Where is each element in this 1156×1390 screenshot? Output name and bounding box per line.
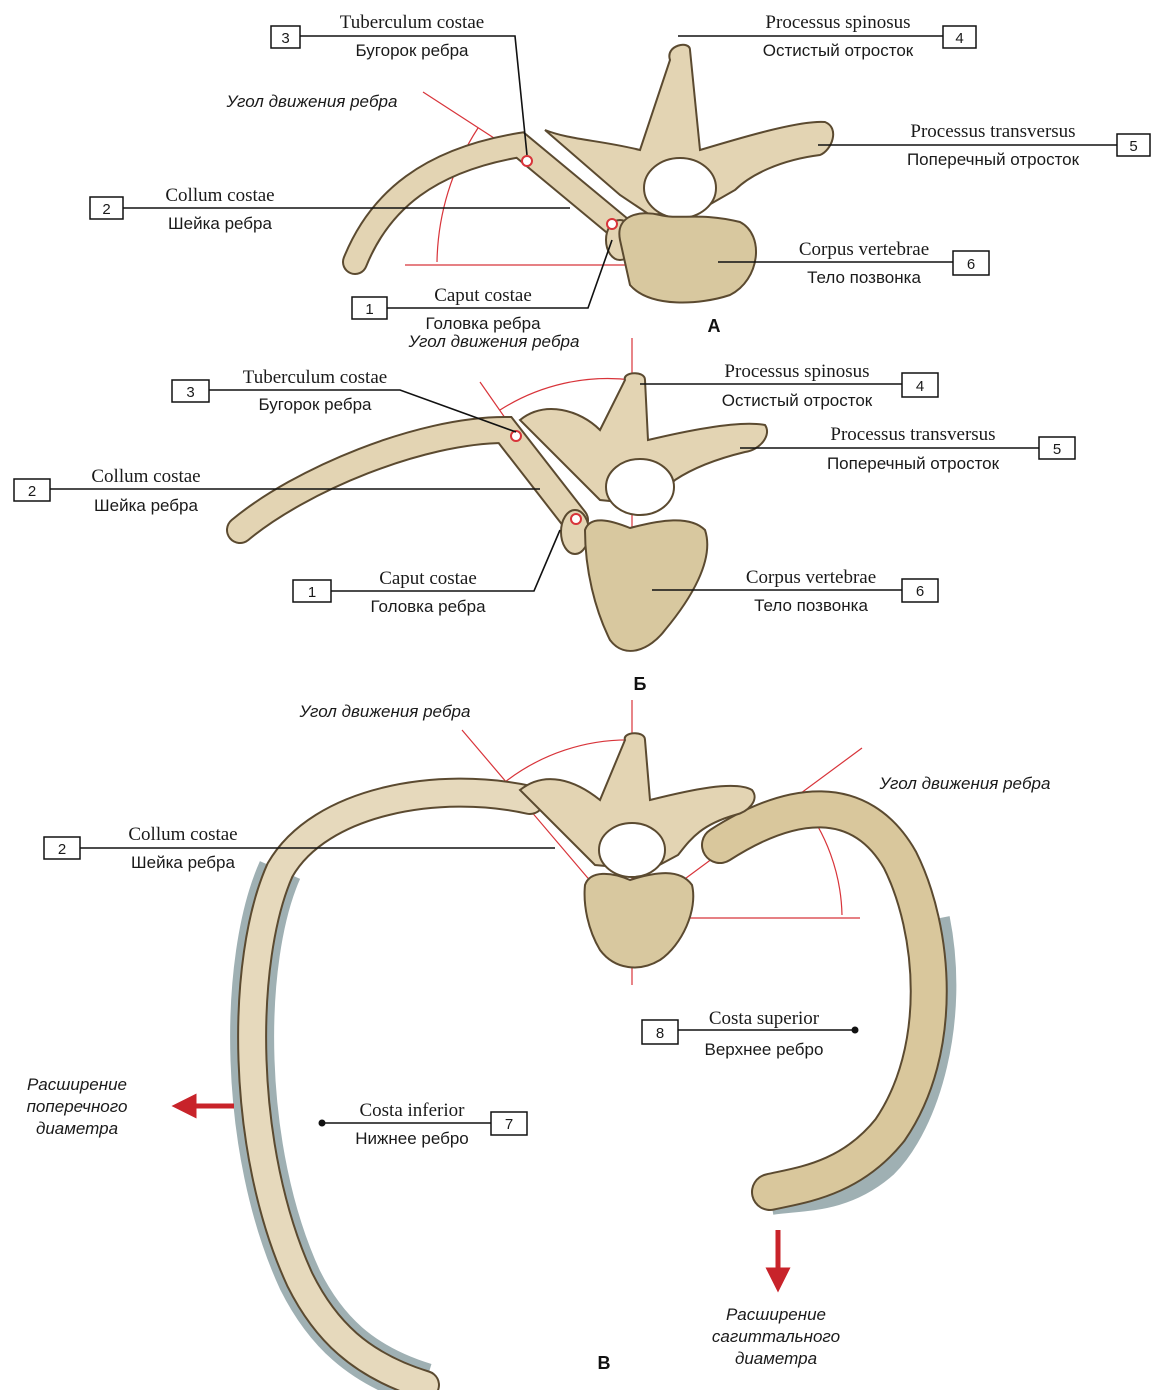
panel-letter: А: [708, 316, 721, 336]
panel-b: 3 Tuberculum costae Бугорок ребра 4 Proc…: [14, 332, 1075, 694]
latin-term: Tuberculum costae: [340, 12, 484, 33]
russian-term: Шейка ребра: [168, 214, 272, 233]
russian-term: Поперечный отросток: [907, 150, 1080, 169]
joint-marker: [511, 431, 521, 441]
latin-term: Caput costae: [379, 568, 477, 589]
vertebral-body-b: [585, 520, 707, 651]
label-number: 6: [967, 256, 975, 273]
label-number: 3: [186, 384, 194, 401]
panel-a: 3 Tuberculum costae Бугорок ребра 4 Proc…: [90, 12, 1150, 336]
latin-term: Caput costae: [434, 285, 532, 306]
russian-term: Тело позвонка: [754, 596, 868, 615]
angle-label: Угол движения ребра: [879, 774, 1051, 793]
latin-term: Processus spinosus: [724, 361, 869, 382]
cartilage-lower-rib: [252, 870, 425, 1385]
latin-term: Processus transversus: [910, 121, 1075, 142]
russian-term: Остистый отросток: [763, 41, 914, 60]
joint-marker: [571, 514, 581, 524]
latin-term: Processus transversus: [830, 424, 995, 445]
label-number: 5: [1053, 441, 1061, 458]
label-number: 3: [281, 30, 289, 47]
russian-term: Поперечный отросток: [827, 454, 1000, 473]
panel-letter: Б: [634, 674, 647, 694]
panel-letter: В: [598, 1353, 611, 1373]
vertebral-foramen-c: [599, 823, 665, 877]
label-number: 4: [916, 378, 924, 395]
vertebral-foramen-a: [644, 158, 716, 218]
russian-term: Бугорок ребра: [259, 395, 373, 414]
vertebral-body-a: [619, 213, 756, 302]
label-number: 2: [102, 201, 110, 218]
panel-c: 2 Collum costae Шейка ребра 8 Costa supe…: [27, 700, 1051, 1385]
latin-term: Corpus vertebrae: [746, 567, 876, 588]
russian-term: Бугорок ребра: [356, 41, 470, 60]
label-number: 5: [1129, 138, 1137, 155]
leader-dot: [852, 1027, 859, 1034]
russian-term: Тело позвонка: [807, 268, 921, 287]
latin-term: Collum costae: [165, 185, 274, 206]
sagittal-note: сагиттального: [712, 1327, 840, 1346]
russian-term: Верхнее ребро: [705, 1040, 824, 1059]
angle-label: Угол движения ребра: [299, 702, 471, 721]
joint-marker: [522, 156, 532, 166]
label-number: 1: [308, 584, 316, 601]
vertebral-foramen-b: [606, 459, 674, 515]
label-number: 2: [58, 841, 66, 858]
latin-term: Collum costae: [91, 466, 200, 487]
angle-label: Угол движения ребра: [226, 92, 398, 111]
label-number: 7: [505, 1116, 513, 1133]
latin-term: Costa inferior: [359, 1100, 465, 1121]
transverse-note: поперечного: [27, 1097, 128, 1116]
russian-term: Нижнее ребро: [355, 1129, 469, 1148]
latin-term: Costa superior: [709, 1008, 820, 1029]
latin-term: Collum costae: [128, 824, 237, 845]
joint-marker: [607, 219, 617, 229]
label-number: 6: [916, 583, 924, 600]
sagittal-note: Расширение: [726, 1305, 826, 1324]
transverse-note: Расширение: [27, 1075, 127, 1094]
label-number: 2: [28, 483, 36, 500]
label-number: 1: [365, 301, 373, 318]
russian-term: Шейка ребра: [131, 853, 235, 872]
transverse-note: диаметра: [36, 1119, 118, 1138]
russian-term: Шейка ребра: [94, 496, 198, 515]
russian-term: Головка ребра: [370, 597, 486, 616]
leader-dot: [319, 1120, 326, 1127]
label-number: 4: [955, 30, 963, 47]
vertebral-body-c: [585, 873, 694, 967]
latin-term: Tuberculum costae: [243, 367, 387, 388]
latin-term: Corpus vertebrae: [799, 239, 929, 260]
russian-term: Остистый отросток: [722, 391, 873, 410]
label-number: 8: [656, 1025, 664, 1042]
sagittal-note: диаметра: [735, 1349, 817, 1368]
latin-term: Processus spinosus: [765, 12, 910, 33]
angle-label: Угол движения ребра: [408, 332, 580, 351]
russian-term: Головка ребра: [425, 314, 541, 333]
